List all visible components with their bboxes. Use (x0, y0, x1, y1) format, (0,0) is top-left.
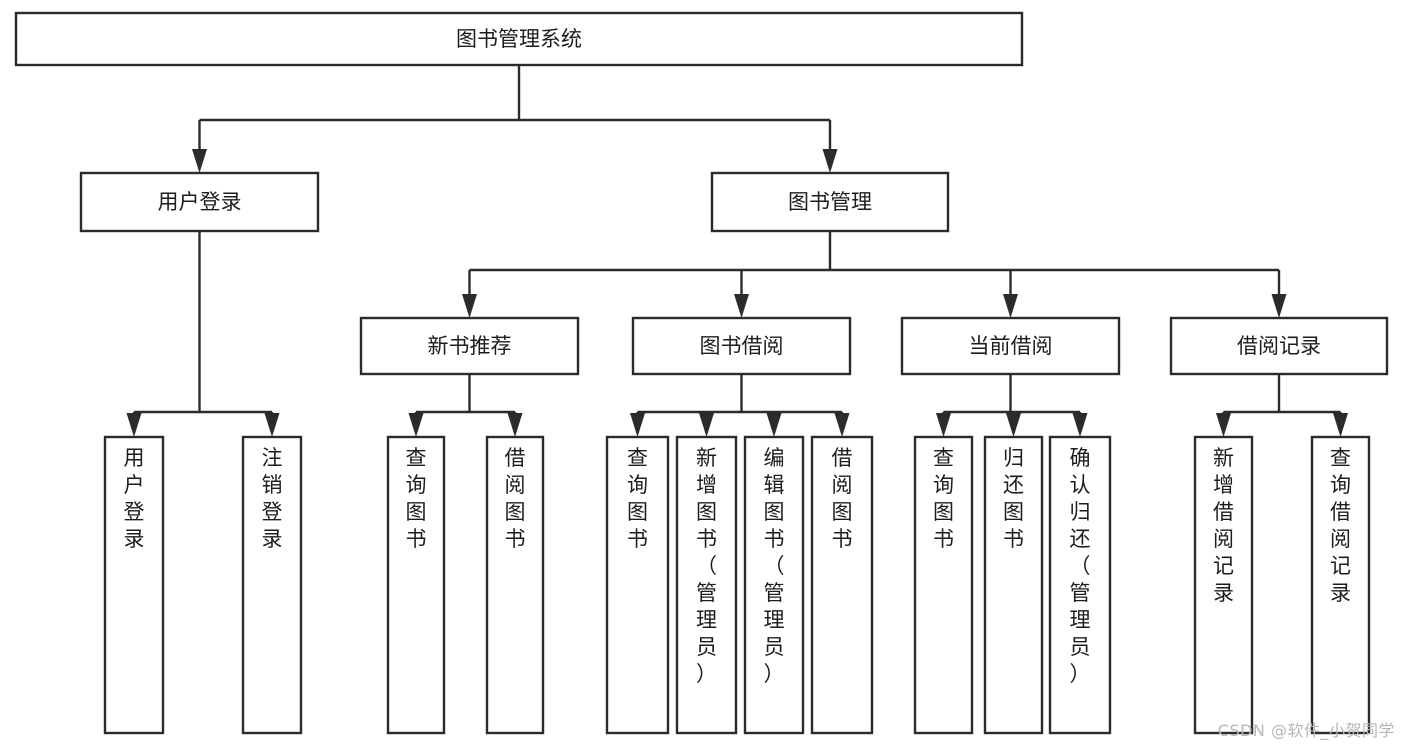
node-借阅图书[interactable]: 借阅图书 (810, 435, 874, 735)
node-box[interactable] (983, 435, 1044, 735)
node-查询图书[interactable]: 查询图书 (386, 435, 446, 735)
node-box[interactable] (14, 11, 1024, 67)
node-layer: 图书管理系统用户登录图书管理新书推荐图书借阅当前借阅借阅记录用户登录注销登录查询… (14, 11, 1389, 735)
node-图书管理[interactable]: 图书管理 (710, 171, 950, 233)
node-label: 查询图书 (627, 446, 648, 551)
arrow-head-icon (1271, 294, 1287, 318)
node-box[interactable] (103, 435, 165, 735)
node-label: 借阅图书 (832, 446, 853, 551)
node-新增借阅记录[interactable]: 新增借阅记录 (1193, 435, 1254, 735)
node-box[interactable] (900, 316, 1121, 376)
arrow-head-icon (630, 413, 645, 437)
node-box[interactable] (386, 435, 446, 735)
node-新增图书管理员[interactable]: 新增图书（管理员） (675, 435, 738, 735)
node-box[interactable] (1310, 435, 1371, 735)
arrow-head-icon (1333, 413, 1348, 437)
node-图书管理系统[interactable]: 图书管理系统 (14, 11, 1024, 67)
csdn-watermark: CSDN @软件_小贺同学 (1217, 721, 1395, 740)
node-确认归还管理员[interactable]: 确认归还（管理员） (1048, 435, 1112, 735)
node-label: 图书管理 (788, 190, 872, 214)
node-新书推荐[interactable]: 新书推荐 (359, 316, 580, 376)
node-box[interactable] (1048, 435, 1112, 735)
node-label: 用户登录 (124, 446, 145, 551)
node-查询图书[interactable]: 查询图书 (913, 435, 974, 735)
node-编辑图书管理员[interactable]: 编辑图书（管理员） (743, 435, 805, 735)
arrow-head-icon (192, 149, 207, 173)
arrow-head-icon (734, 294, 749, 318)
arrow-head-icon (462, 294, 477, 318)
node-box[interactable] (1169, 316, 1389, 376)
node-label: 确认归还（管理员） (1070, 446, 1091, 686)
connector-layer (126, 65, 1348, 437)
arrow-head-icon (408, 413, 424, 437)
arrow-head-icon (1072, 413, 1088, 437)
node-box[interactable] (241, 435, 303, 735)
node-当前借阅[interactable]: 当前借阅 (900, 316, 1121, 376)
node-注销登录[interactable]: 注销登录 (241, 435, 303, 735)
node-label: 查询图书 (406, 446, 427, 551)
node-查询图书[interactable]: 查询图书 (605, 435, 670, 735)
node-box[interactable] (743, 435, 805, 735)
node-box[interactable] (79, 171, 320, 233)
node-label: 归还图书 (1003, 446, 1024, 551)
node-label: 注销登录 (262, 446, 283, 551)
node-图书借阅[interactable]: 图书借阅 (631, 316, 852, 376)
node-box[interactable] (710, 171, 950, 233)
node-label: 查询借阅记录 (1330, 446, 1351, 605)
node-label: 当前借阅 (969, 334, 1053, 358)
arrow-head-icon (507, 413, 523, 437)
arrow-head-icon (766, 413, 782, 437)
node-box[interactable] (485, 435, 545, 735)
node-label: 新书推荐 (428, 334, 512, 358)
node-box[interactable] (675, 435, 738, 735)
node-label: 借阅记录 (1237, 334, 1321, 358)
node-label: 图书借阅 (700, 334, 784, 358)
node-借阅图书[interactable]: 借阅图书 (485, 435, 545, 735)
node-label: 用户登录 (158, 190, 242, 214)
arrow-head-icon (1003, 294, 1018, 318)
node-box[interactable] (1193, 435, 1254, 735)
node-label: 图书管理系统 (456, 27, 582, 51)
node-label: 新增借阅记录 (1213, 446, 1234, 605)
arrow-head-icon (699, 413, 714, 437)
arrow-head-icon (834, 413, 850, 437)
node-查询借阅记录[interactable]: 查询借阅记录 (1310, 435, 1371, 735)
node-归还图书[interactable]: 归还图书 (983, 435, 1044, 735)
node-借阅记录[interactable]: 借阅记录 (1169, 316, 1389, 376)
node-box[interactable] (605, 435, 670, 735)
arrow-head-icon (822, 149, 838, 173)
node-label: 编辑图书（管理员） (764, 446, 785, 686)
arrow-head-icon (936, 413, 951, 437)
arrow-head-icon (126, 413, 142, 437)
node-box[interactable] (810, 435, 874, 735)
arrow-head-icon (1216, 413, 1231, 437)
node-box[interactable] (631, 316, 852, 376)
node-label: 新增图书（管理员） (696, 446, 717, 686)
node-用户登录[interactable]: 用户登录 (79, 171, 320, 233)
node-label: 借阅图书 (505, 446, 526, 551)
node-label: 查询图书 (933, 446, 954, 551)
node-用户登录[interactable]: 用户登录 (103, 435, 165, 735)
node-box[interactable] (913, 435, 974, 735)
arrow-head-icon (1006, 413, 1021, 437)
arrow-head-icon (264, 413, 280, 437)
node-box[interactable] (359, 316, 580, 376)
